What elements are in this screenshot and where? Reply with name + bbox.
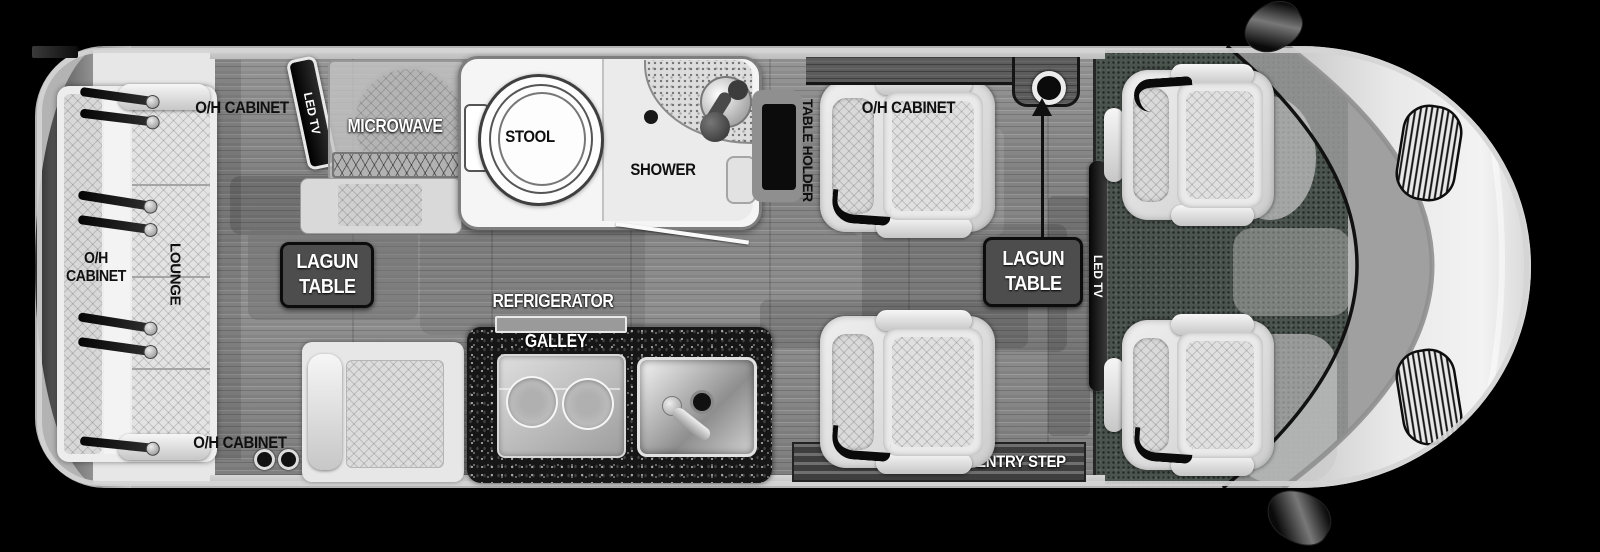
speaker-grommet <box>254 449 275 470</box>
shower-label: SHOWER <box>630 160 696 179</box>
chair-armrest <box>876 310 973 331</box>
table-holder-slot <box>762 104 796 190</box>
chair-seat <box>1176 82 1264 208</box>
sink-drain <box>690 390 714 414</box>
label-text: LED TV <box>300 90 324 136</box>
table-holder-label: TABLE HOLDER <box>797 94 819 206</box>
chair-cushion <box>1185 341 1255 449</box>
hood-vent <box>1395 348 1463 446</box>
galley-label: GALLEY <box>524 331 588 351</box>
oh-cabinet-label-rear-bottom: O/H CABINET <box>193 433 287 452</box>
driver-seat <box>1122 64 1274 226</box>
label-line: TABLE <box>298 276 356 298</box>
chair-cushion <box>1185 91 1255 199</box>
lagun-table-label-right: LAGUN TABLE <box>983 237 1083 307</box>
toilet-bowl-ring <box>498 92 586 186</box>
center-console <box>1233 228 1351 316</box>
chair-backrest <box>1132 88 1170 202</box>
chair-armrest <box>1170 205 1255 226</box>
chair-armrest <box>876 217 973 238</box>
chair-armrest <box>876 453 973 474</box>
shower-drain <box>644 110 658 124</box>
chair-cushion <box>892 337 974 447</box>
floor-patch <box>215 60 241 460</box>
refrigerator-drawer <box>495 316 627 333</box>
chair-armrest <box>1170 64 1255 85</box>
side-mirror-bottom <box>1257 478 1341 552</box>
sofa-backrest <box>64 94 102 454</box>
cooktop-seam <box>499 388 620 390</box>
bumper-highlight <box>1470 71 1505 463</box>
top-wall <box>210 48 1105 59</box>
passenger-seat <box>1122 314 1274 476</box>
led-tv-right: LED TV <box>1089 161 1107 391</box>
windshield-glass <box>1223 46 1433 488</box>
lounge-label: LOUNGE <box>163 236 187 312</box>
chair-armrest <box>1170 455 1255 476</box>
stool-label: STOOL <box>505 127 555 146</box>
led-tv-label: LED TV <box>1089 161 1107 391</box>
label-line: LAGUN <box>1002 248 1064 270</box>
chair-seat <box>883 92 983 220</box>
chair-backrest <box>832 98 875 214</box>
sofa-frame-band <box>104 94 130 454</box>
burner <box>562 378 614 430</box>
seatbelt <box>1132 75 1195 114</box>
chair-backrest <box>832 334 875 450</box>
label-text: LED TV <box>1091 254 1105 298</box>
shower-door-panel <box>726 156 756 204</box>
hood-vent <box>1395 104 1463 202</box>
label-text: TABLE HOLDER <box>800 98 816 202</box>
lounge-chair <box>820 310 995 474</box>
microwave-shelf <box>332 152 460 178</box>
speaker-grommet <box>278 449 299 470</box>
oh-cabinet-label-front: O/H CABINET <box>861 98 956 117</box>
label-line: O/H <box>84 250 108 267</box>
sofa-seat-cushions <box>132 92 210 456</box>
label-text: LOUNGE <box>166 242 184 306</box>
label-line: CABINET <box>65 267 127 285</box>
burner <box>506 376 558 428</box>
floor-patch <box>1048 196 1090 436</box>
label-line: TABLE <box>1004 273 1062 295</box>
refrigerator-label: REFRIGERATOR <box>492 291 614 311</box>
sofa-cushion-divider <box>132 368 210 370</box>
sofa-cushion-divider <box>132 276 210 278</box>
chair-cushion <box>892 101 974 211</box>
faucet-ball <box>700 112 730 142</box>
oh-cabinet-label-rear-top: O/H CABINET <box>195 98 289 117</box>
lounge-chair <box>820 74 995 238</box>
roof-marker <box>32 46 78 58</box>
dinette-cushion <box>346 360 444 468</box>
chair-seat <box>1176 332 1264 458</box>
faucet-knob <box>728 80 748 100</box>
toilet-seat-ring <box>489 84 593 194</box>
oh-cabinet-label-rear-side: O/H CABINET <box>61 250 131 285</box>
sofa-cushion-divider <box>132 184 210 186</box>
chair-seat <box>883 328 983 456</box>
chair-armrest <box>1170 314 1255 335</box>
windshield-line <box>1221 46 1359 488</box>
label-line: LAGUN <box>296 251 358 273</box>
hood <box>1283 46 1531 488</box>
entry-step-label: ENTRY STEP <box>976 451 1066 471</box>
driver-headrest <box>1104 108 1124 182</box>
cowl-line <box>1281 46 1435 488</box>
dinette-armrest <box>308 354 342 470</box>
lagun-arrow-head <box>1032 98 1052 116</box>
lagun-table-label-left: LAGUN TABLE <box>280 242 374 308</box>
passenger-headrest <box>1104 358 1124 432</box>
chair-backrest <box>1132 338 1170 452</box>
wardrobe-bench-cushion <box>338 184 422 226</box>
microwave-label: MICROWAVE <box>347 116 443 136</box>
lagun-arrow-line <box>1041 112 1044 238</box>
